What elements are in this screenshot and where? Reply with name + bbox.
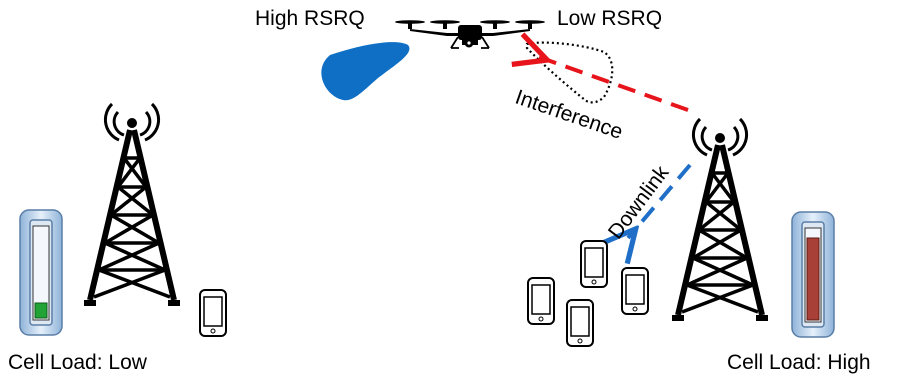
drone-icon xyxy=(395,20,545,49)
smartphone-icon xyxy=(527,277,555,325)
cell-tower-icon-right xyxy=(672,117,768,321)
load-meter-icon-high xyxy=(791,211,835,338)
cell-tower-icon-left xyxy=(84,102,180,306)
smartphone-icon xyxy=(566,299,594,347)
smartphone-icon xyxy=(199,289,227,337)
high-rsrq-label: High RSRQ xyxy=(255,7,365,30)
cell-load-low-label: Cell Load: Low xyxy=(8,351,147,374)
downlink-arrow xyxy=(628,163,692,238)
smartphone-icon xyxy=(580,240,608,288)
smartphone-icon xyxy=(621,267,649,315)
high-rsrq-lobe xyxy=(321,42,410,101)
low-rsrq-label: Low RSRQ xyxy=(557,7,663,30)
load-meter-icon-low xyxy=(19,209,63,336)
cell-load-high-label: Cell Load: High xyxy=(727,351,871,374)
